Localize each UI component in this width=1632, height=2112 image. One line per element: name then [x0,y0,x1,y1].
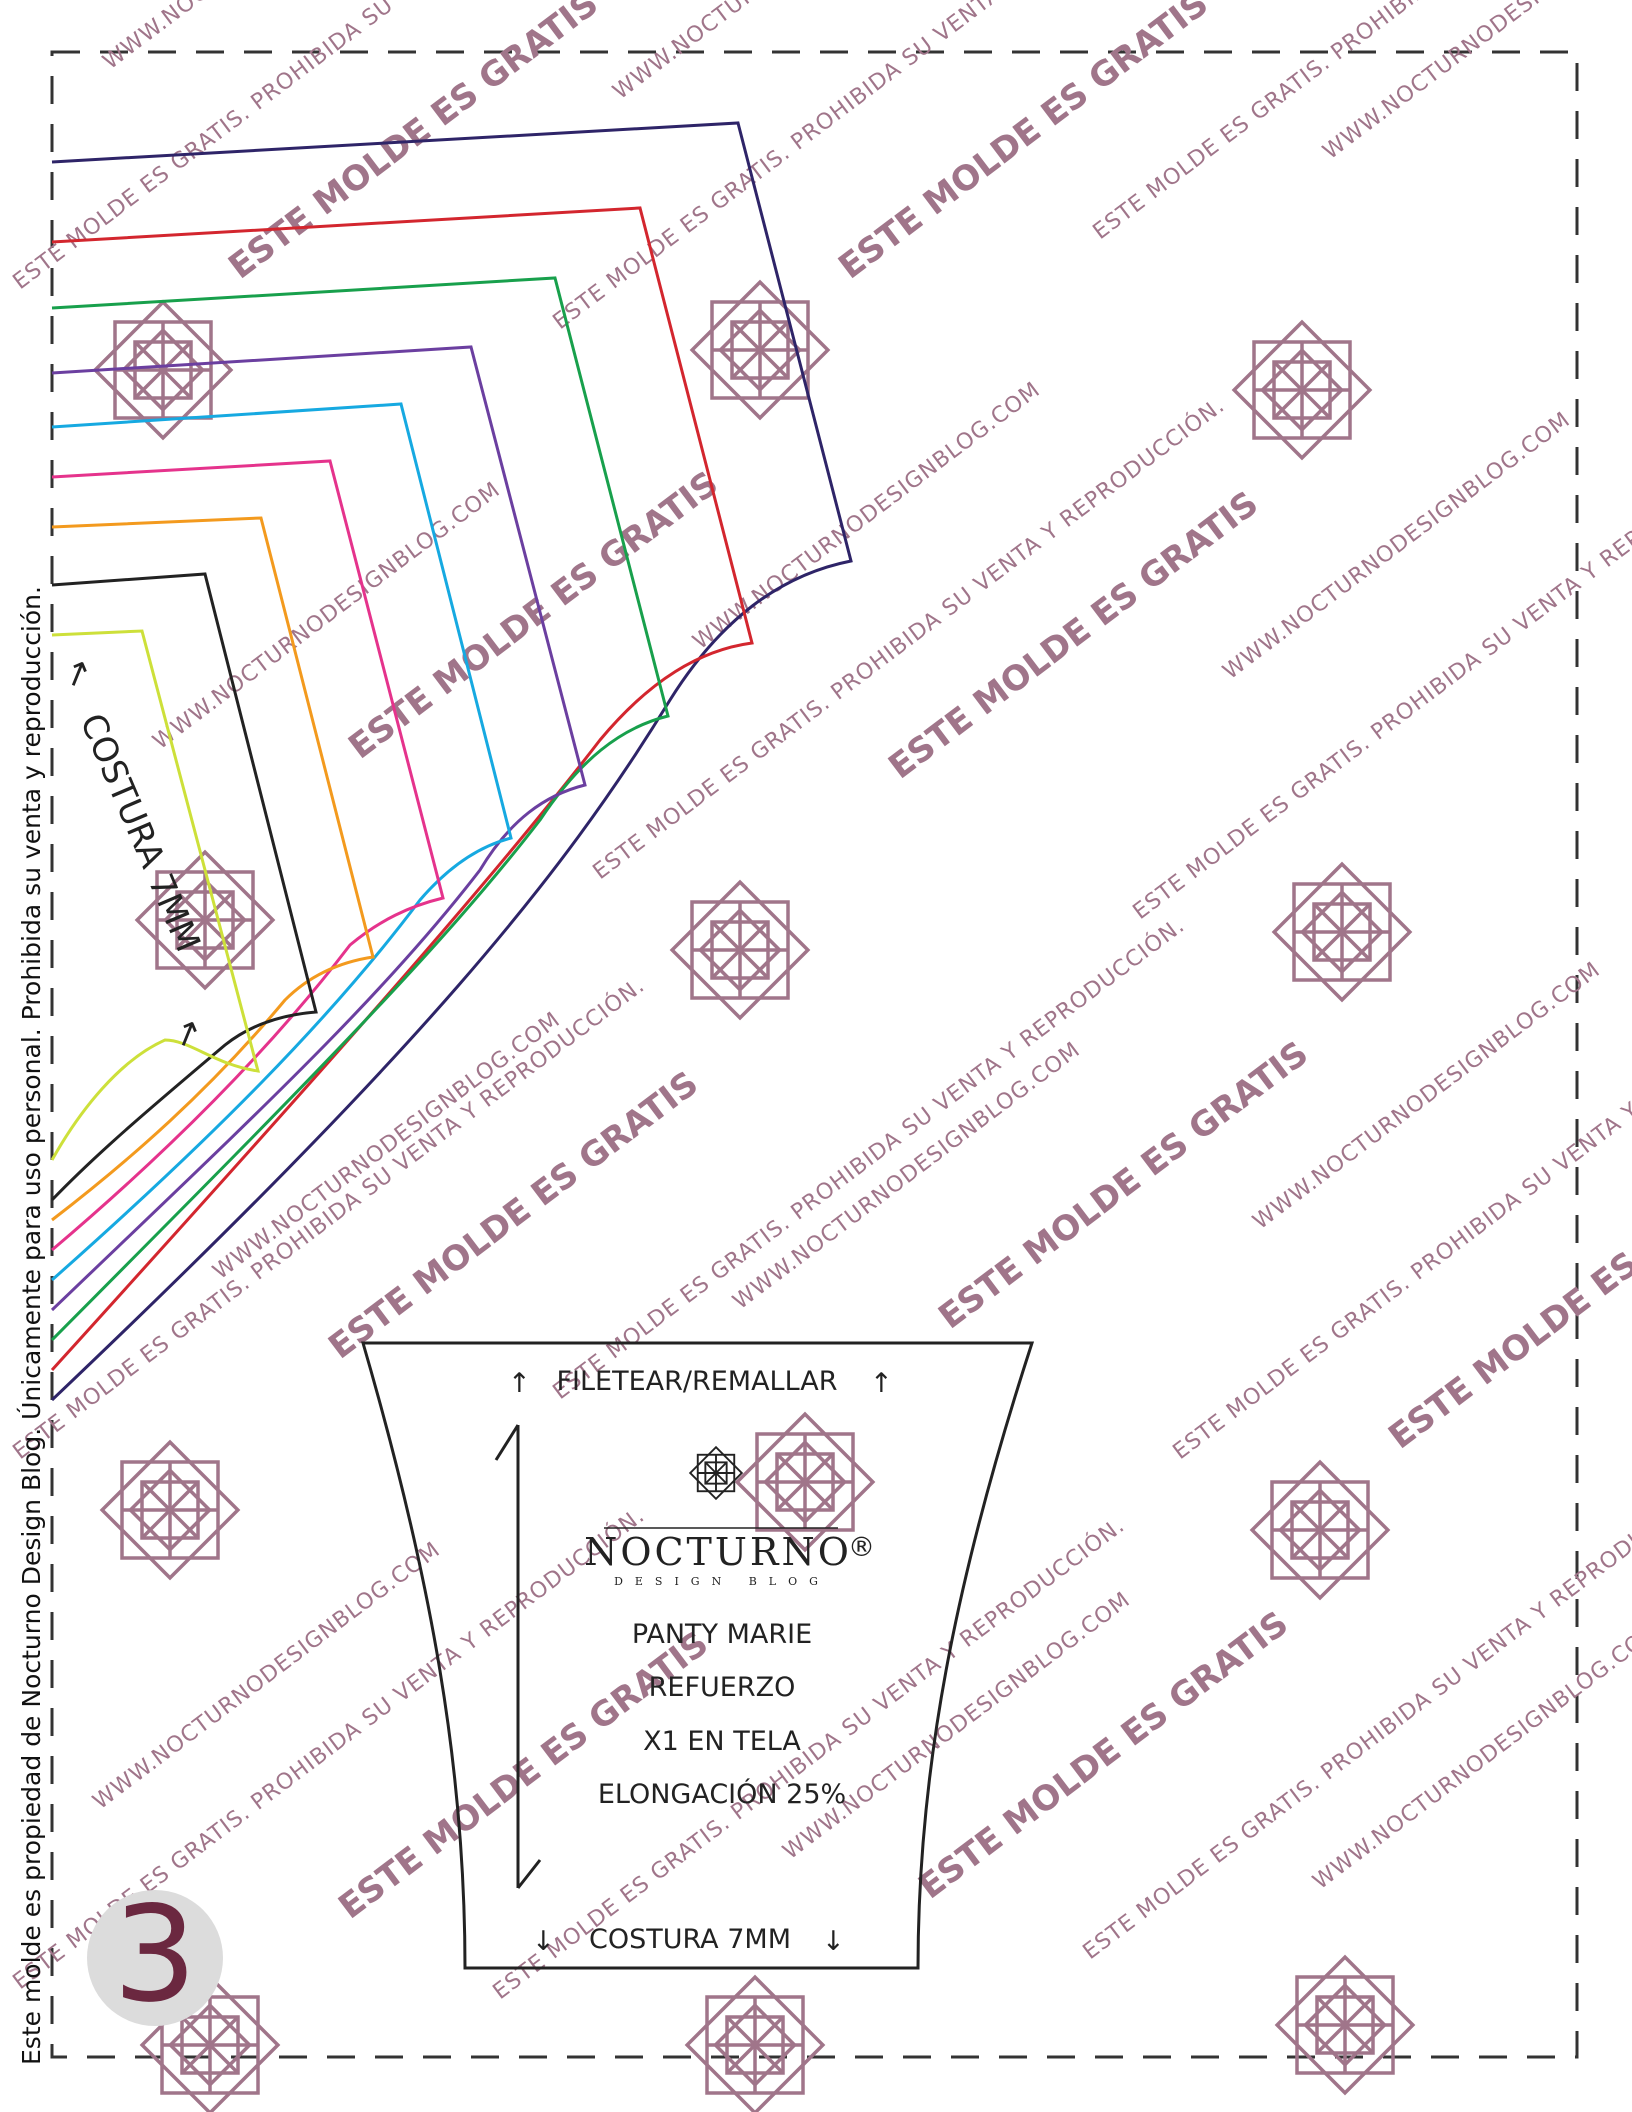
size-line-8 [50,572,318,1202]
gusset-piece: ↑ FILETEAR/REMALLAR ↑ NOCTURNO ® DESIGN … [361,1341,1035,1970]
watermark-text-small: WWW.NOCTURNODESIGNBLOG.COM [149,477,506,754]
watermark-text-small: ESTE MOLDE ES GRATIS. PROHIBIDA SU VENTA… [548,0,1190,335]
size-line-3 [50,276,670,1342]
geometric-star-ornament-icon [1275,1955,1415,2095]
up-arrow-icon: ↑ [870,1368,893,1399]
geometric-star-ornament-icon [685,1975,825,2112]
watermark-text-small: WWW.NOCTURNODESIGNBLOG.COM [1249,957,1606,1234]
geometric-star-ornament-icon [100,1440,240,1580]
up-arrow-icon: ↑ [508,1368,531,1399]
size-line-6 [51,459,445,1252]
down-arrow-icon: ↓ [822,1926,845,1957]
footer-note: Este molde es propiedad de Nocturno Desi… [16,586,46,2065]
brand-name: NOCTURNO [584,1530,852,1574]
brand-subtitle: DESIGN BLOG [614,1575,830,1588]
watermark-text-big: ESTE MOLDE ES GRATIS [221,0,605,287]
up-arrow-icon: ↑ [57,651,98,699]
watermark-text-small: WWW.NOCTURNODESIGNBLOG.COM [99,0,456,75]
brand-logo [688,1445,744,1501]
down-arrow-icon: ↓ [532,1926,555,1957]
page-number-badge: 3 [87,1878,223,2032]
watermark-text-big: ESTE MOLDE ES GRATIS [341,464,725,768]
piece-type: REFUERZO [649,1672,796,1703]
geometric-star-ornament-icon [1250,1460,1390,1600]
size-line-1 [50,121,853,1402]
watermark-text-big: ESTE MOLDE ES GRATIS [831,0,1215,287]
grainline-arrow [516,1859,542,1889]
piece-bottom-label: COSTURA 7MM [589,1924,791,1955]
geometric-star-ornament-icon [1272,862,1412,1002]
size-grading-lines [50,121,853,1402]
size-line-4 [50,345,587,1312]
size-line-2 [50,206,754,1372]
watermark-text-small: WWW.NOCTURNODESIGNBLOG.COM [1219,407,1576,684]
geometric-star-ornament-icon [670,880,810,1020]
watermark-text-small: ESTE MOLDE ES GRATIS. PROHIBIDA SU VENTA… [1128,432,1632,925]
size-line-9 [50,629,261,1161]
piece-stretch: ELONGACIÓN 25% [598,1778,846,1810]
piece-top-label: FILETEAR/REMALLAR [557,1366,838,1397]
geometric-star-ornament-icon [1232,320,1372,460]
grainline-arrow [494,1424,520,1461]
piece-quantity: X1 EN TELA [643,1726,801,1757]
watermark-text-small: ESTE MOLDE ES GRATIS. PROHIBIDA SU VENTA… [588,392,1230,885]
watermark-text-small: ESTE MOLDE ES GRATIS. PROHIBIDA SU VENTA… [1168,972,1632,1465]
registered-mark: ® [848,1532,875,1563]
side-costura-label: COSTURA 7MM [72,708,208,958]
cut-border [50,50,1579,2059]
piece-name: PANTY MARIE [632,1619,812,1650]
size-line-5 [51,402,513,1282]
page-number: 3 [113,1878,197,2032]
watermark-text-small: WWW.NOCTURNODESIGNBLOG.COM [89,1537,446,1814]
gusset-outline [361,1341,1035,1970]
